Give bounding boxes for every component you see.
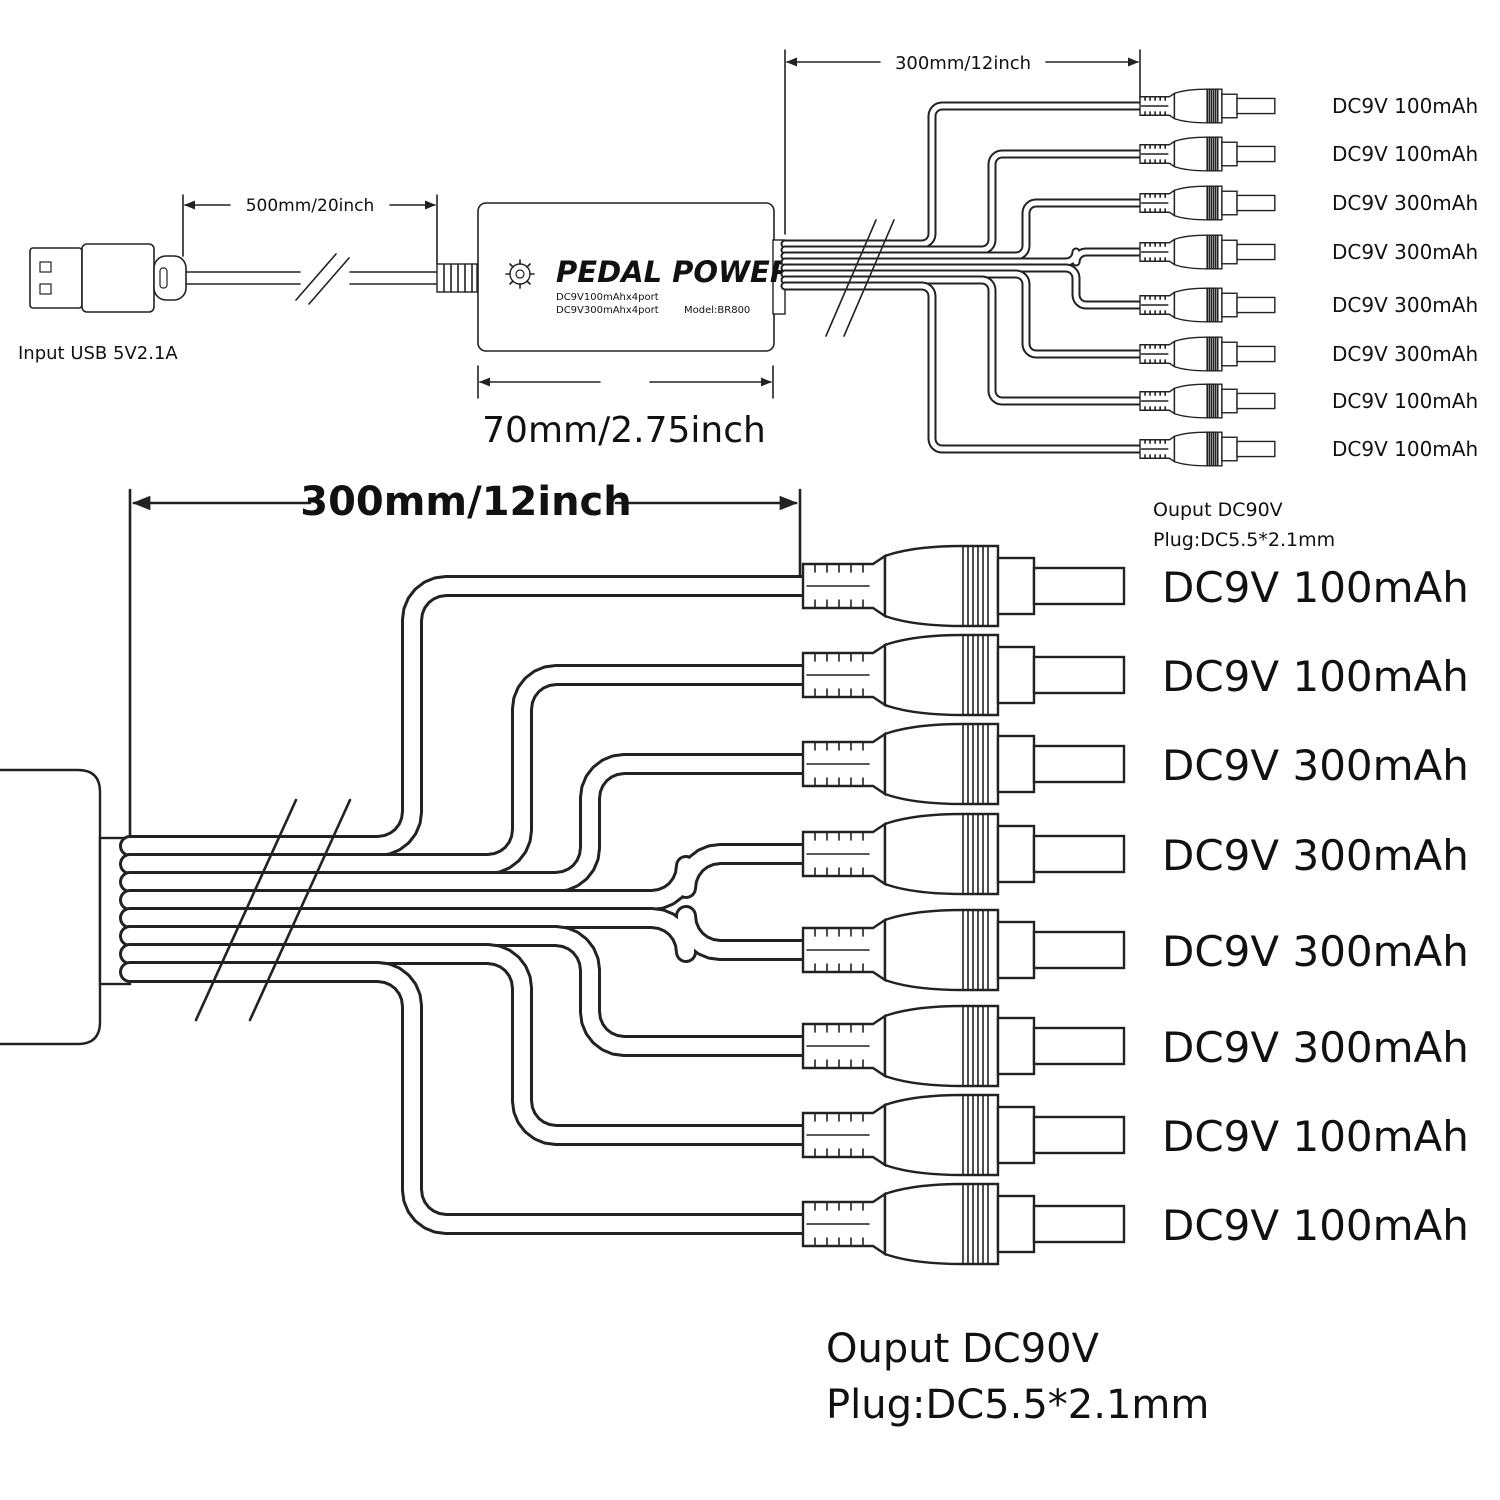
dc-plug-icon [801,908,1126,992]
overview-output-label-5: DC9V 300mAh [1332,293,1478,317]
overview-wire-2 [780,149,1148,255]
detail-wires [119,575,817,1235]
detail-output-label-3: DC9V 300mAh [1162,741,1469,790]
overview-note-line1: Ouput DC90V [1153,499,1283,521]
box-model: Model:BR800 [684,305,750,316]
gear-icon [505,259,535,289]
detail-wire-8 [119,961,817,1235]
detail-wire-4 [119,843,817,911]
usb-cable [185,253,478,305]
overview-output-label-6: DC9V 300mAh [1332,342,1478,366]
usb-plug-icon [29,243,187,313]
dc-plug-icon [1139,88,1276,124]
overview-wire-3 [780,198,1148,261]
input-usb-label: Input USB 5V2.1A [18,343,178,364]
overview-cable-dimension: 300mm/12inch [784,49,1141,235]
detail-cable-dimension: 300mm/12inch [128,479,802,840]
detail-output-label-7: DC9V 100mAh [1162,1112,1469,1161]
overview-note-line2: Plug:DC5.5*2.1mm [1153,529,1335,551]
overview-wire-5 [780,263,1148,310]
dc-plug-icon [801,812,1126,896]
overview-output-label-8: DC9V 100mAh [1332,437,1478,461]
dc-plug-icon [801,1004,1126,1088]
overview-cable-length-label: 300mm/12inch [895,53,1031,74]
overview-output-label-2: DC9V 100mAh [1332,142,1478,166]
dc-plug-icon [1139,136,1276,172]
detail-cable-length-label: 300mm/12inch [300,479,632,525]
detail-wire-6 [119,925,817,1057]
overview-wire-4 [780,247,1148,267]
detail-output-label-6: DC9V 300mAh [1162,1023,1469,1072]
detail-output-label-5: DC9V 300mAh [1162,927,1469,976]
detail-note-line1: Ouput DC90V [826,1326,1100,1372]
overview-wire-6 [780,269,1148,359]
dc-plug-icon [801,633,1126,717]
usb-length-label: 500mm/20inch [246,196,375,216]
detail-wire-3 [119,753,817,893]
overview-wire-7 [780,275,1148,406]
overview-output-label-4: DC9V 300mAh [1332,240,1478,264]
box-width-dimension: 70mm/2.75inch [477,365,774,451]
dc-plug-icon [801,544,1126,628]
detail-plugs [801,544,1126,1266]
detail-output-label-4: DC9V 300mAh [1162,831,1469,880]
overview-output-label-7: DC9V 100mAh [1332,389,1478,413]
box-spec-line2: DC9V300mAhx4port [556,305,659,316]
detail-output-label-8: DC9V 100mAh [1162,1201,1469,1250]
detail-note-line2: Plug:DC5.5*2.1mm [826,1382,1209,1428]
detail-wire-7 [119,943,817,1146]
overview-wire-1 [780,101,1148,249]
dc-plug-icon [1139,234,1276,270]
box-spec-line1: DC9V100mAhx4port [556,292,659,303]
detail-wire-1 [119,575,817,857]
overview-plugs [1139,88,1276,467]
dc-plug-icon [801,1182,1126,1266]
usb-length-dimension: 500mm/20inch [182,194,438,265]
overview-output-label-3: DC9V 300mAh [1332,191,1478,215]
dc-plug-icon [1139,431,1276,467]
overview-diagram: 500mm/20inch Input USB 5V2.1A PEDAL POWE… [18,49,1478,551]
distribution-box: PEDAL POWER DC9V100mAhx4port DC9V300mAhx… [477,202,792,352]
overview-output-label-1: DC9V 100mAh [1332,94,1478,118]
dc-plug-icon [1139,336,1276,372]
overview-wire-8 [780,281,1148,454]
dc-plug-icon [1139,185,1276,221]
box-brand: PEDAL POWER [556,255,792,289]
dc-plug-icon [1139,287,1276,323]
dc-plug-icon [1139,383,1276,419]
detail-wire-5 [119,905,817,963]
detail-output-label-2: DC9V 100mAh [1162,652,1469,701]
box-width-label: 70mm/2.75inch [482,410,766,451]
overview-wires [780,101,1148,454]
dc-plug-icon [801,722,1126,806]
detail-wire-2 [119,664,817,875]
dc-plug-icon [801,1093,1126,1177]
detail-output-label-1: DC9V 100mAh [1162,563,1469,612]
